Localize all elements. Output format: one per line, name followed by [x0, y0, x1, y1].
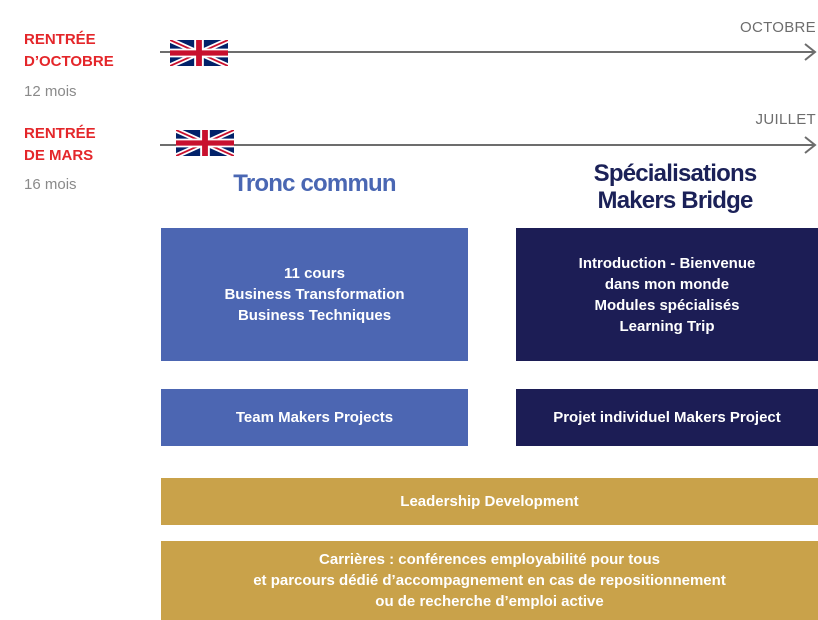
core-courses-line-1: 11 cours: [284, 265, 345, 282]
core-column-title: Tronc commun: [233, 170, 396, 197]
individual-project-box: Projet individuel Makers Project: [516, 389, 818, 446]
individual-project-label: Projet individuel Makers Project: [553, 409, 781, 426]
core-courses-box: 11 cours Business Transformation Busines…: [161, 228, 468, 361]
core-courses-line-2: Business Transformation: [224, 286, 405, 303]
timeline-october-end-label: OCTOBRE: [739, 19, 816, 36]
team-projects-box: Team Makers Projects: [161, 389, 468, 446]
specializations-line-2: dans mon monde: [604, 275, 730, 293]
specialization-column-title: Spécialisations Makers Bridge: [540, 160, 810, 214]
timeline-march-arrow: [160, 136, 817, 154]
specializations-line-4: Learning Trip: [619, 317, 715, 335]
careers-box: Carrières : conférences employabilité po…: [161, 541, 818, 620]
timeline-october-arrow: [160, 43, 817, 61]
timeline-march-end-label: JUILLET: [755, 111, 816, 128]
team-projects-label: Team Makers Projects: [235, 409, 394, 426]
specialization-title-line-2: Makers Bridge: [597, 187, 754, 214]
leadership-label: Leadership Development: [400, 493, 579, 510]
uk-flag-icon: [176, 130, 234, 156]
specializations-line-3: Modules spécialisés: [594, 296, 740, 314]
intake-october-title: RENTRÉE D’OCTOBRE: [24, 31, 114, 70]
careers-line-1: Carrières : conférences employabilité po…: [319, 551, 660, 568]
leadership-box: Leadership Development: [161, 478, 818, 525]
careers-line-2: et parcours dédié d’accompagnement en ca…: [253, 572, 726, 589]
uk-flag-icon: [170, 40, 228, 66]
specializations-line-1: Introduction - Bienvenue: [578, 254, 756, 272]
specializations-box: Introduction - Bienvenue dans mon monde …: [516, 228, 818, 361]
intake-march-duration: 16 mois: [24, 176, 77, 193]
core-courses-line-3: Business Techniques: [237, 307, 392, 324]
specialization-title-line-1: Spécialisations: [593, 160, 758, 187]
intake-march-title: RENTRÉE DE MARS: [24, 125, 96, 164]
careers-line-3: ou de recherche d’emploi active: [375, 593, 604, 610]
intake-october-duration: 12 mois: [24, 83, 77, 100]
